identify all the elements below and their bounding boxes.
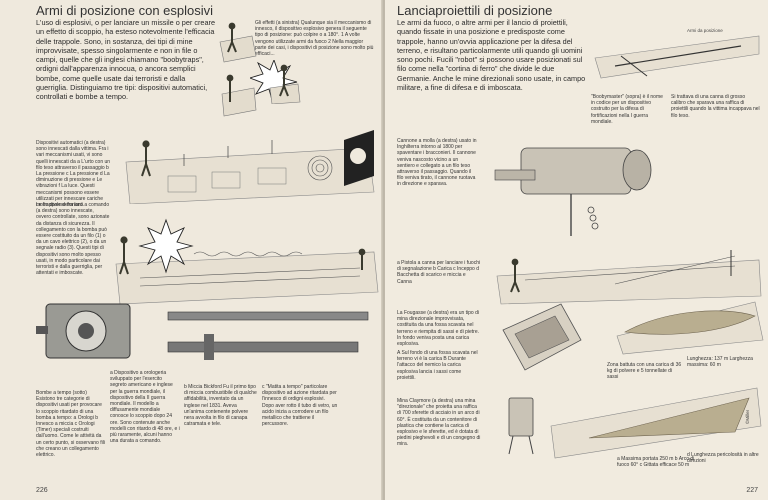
- copyright-mark: ©Miller: [745, 409, 750, 424]
- fougasse-blast-zone-illustration: [616, 301, 764, 355]
- left-page-number: 226: [36, 487, 48, 494]
- time-clock-mechanism-illustration: [36, 303, 131, 359]
- claymore-danger-caption: d Lunghezza pericolosità in altre direzi…: [687, 452, 759, 465]
- right-page-number: 227: [746, 487, 758, 494]
- fuse-and-pencil-illustration: [167, 311, 369, 360]
- bickford-fuse-caption: b Miccia Bickford Fu il primo tipo di mi…: [184, 384, 257, 428]
- time-pencil-caption: c "Matita a tempo" particolare dispositi…: [262, 384, 338, 428]
- position-weapons-label: Armi da posizione: [687, 28, 723, 33]
- left-page: Armi di posizione con esplosivi L'uso di…: [0, 0, 383, 500]
- position-weapon-illustration: [594, 35, 760, 79]
- boobymaster-caption: "Boobymaster" (sopra) è il nome in codic…: [591, 94, 663, 125]
- explosion-effects-illustration: [219, 22, 257, 117]
- command-detonation-illustration: [115, 218, 379, 305]
- boobymaster-detail-caption: Si trattava di una canna di grosso calib…: [671, 94, 760, 119]
- fougasse-pit-illustration: [502, 303, 582, 371]
- spring-gun-illustration: [494, 147, 652, 236]
- beaten-zone-caption: Zona battuta con una carica di 36 kg di …: [607, 362, 682, 381]
- claymore-mine-caption: Mina Claymore (a destra) una mina "direz…: [397, 398, 481, 448]
- right-intro-text: Le armi da fuoco, o altre armi per il la…: [397, 18, 586, 93]
- soldier-figure-icon: [269, 64, 301, 104]
- book-gutter: [381, 0, 387, 500]
- effects-caption: Gli effetti (a sinistra) Qualunque sia i…: [255, 20, 374, 58]
- claymore-fire-arc-illustration: [550, 387, 762, 459]
- automatic-devices-caption: Dispositivi automatici (a destra) sono i…: [36, 140, 111, 209]
- length-width-caption: Lunghezza: 137 m Larghezza massima: 60 m: [687, 356, 753, 369]
- automatic-triggers-illustration: [125, 130, 375, 204]
- trip-wire-field-illustration: [496, 250, 762, 305]
- right-page-title: Lanciaproiettili di posizione: [397, 3, 553, 18]
- left-intro-text: L'uso di esplosivi, o per lanciare un mi…: [36, 18, 216, 102]
- command-traps-caption: Le trappole detonanti a comando (a destr…: [36, 202, 110, 277]
- pistol-parts-list: a Pistola a canna per lanciare i fuochi …: [397, 260, 481, 285]
- claymore-mine-illustration: [508, 397, 534, 455]
- clockwork-device-caption: a Dispositivo a orologeria sviluppato pe…: [110, 370, 180, 445]
- claymore-range-caption: a Massima portata 250 m b Arco di fuoco …: [617, 456, 695, 469]
- spring-gun-caption: Cannone a molla (a destra) usato in Ingh…: [397, 138, 477, 188]
- time-bombs-caption: Bombe a tempo (sotto) Esistono tre categ…: [36, 390, 105, 459]
- right-page: Lanciaproiettili di posizione Le armi da…: [385, 0, 768, 500]
- fougasse-details: A Sul fondo di una fossa scavata nel ter…: [397, 350, 478, 381]
- fougasse-caption: La Fougasse (a destra) era un tipo di mi…: [397, 310, 479, 348]
- left-page-title: Armi di posizione con esplosivi: [36, 3, 214, 18]
